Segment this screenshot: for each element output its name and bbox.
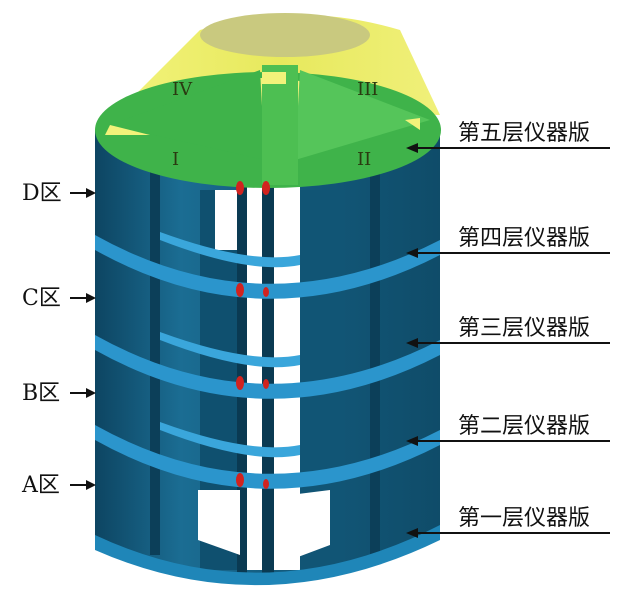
red-markers bbox=[236, 181, 270, 489]
zone-arrows bbox=[70, 188, 96, 490]
shelf-layer-4 bbox=[95, 232, 440, 299]
layer-arrows bbox=[406, 143, 610, 538]
layer-label-1: 第一层仪器版 bbox=[458, 506, 590, 531]
shelf-layer-3 bbox=[95, 332, 440, 399]
layer-label-2: 第二层仪器版 bbox=[458, 414, 590, 439]
zone-label-d: D区 bbox=[22, 181, 62, 206]
divider-right bbox=[370, 170, 380, 555]
cone-top-cap bbox=[200, 13, 370, 57]
bottom-opening-left bbox=[198, 490, 240, 555]
shelf-layer-2 bbox=[95, 422, 440, 489]
zone-labels: D区 C区 B区 A区 bbox=[21, 181, 62, 498]
top-plate bbox=[95, 65, 441, 188]
divider-left bbox=[150, 170, 160, 555]
layer-label-5: 第五层仪器版 bbox=[458, 121, 590, 146]
layer-label-3: 第三层仪器版 bbox=[458, 316, 590, 341]
quadrant-label-iii: III bbox=[357, 79, 378, 100]
zone-label-b: B区 bbox=[22, 381, 60, 406]
center-post-right bbox=[262, 180, 274, 575]
zone-label-c: C区 bbox=[22, 286, 61, 311]
bottom-opening-right bbox=[290, 490, 330, 560]
shelf-layer-1 bbox=[95, 525, 440, 586]
inner-gap-2 bbox=[275, 195, 300, 250]
layer-labels: 第五层仪器版 第四层仪器版 第三层仪器版 第二层仪器版 第一层仪器版 bbox=[458, 121, 590, 531]
zone-label-a: A区 bbox=[21, 473, 60, 498]
quadrant-label-ii: II bbox=[357, 149, 371, 170]
quadrant-label-i: I bbox=[172, 149, 179, 170]
layer-label-4: 第四层仪器版 bbox=[458, 226, 590, 251]
quadrant-label-iv: IV bbox=[172, 79, 193, 100]
